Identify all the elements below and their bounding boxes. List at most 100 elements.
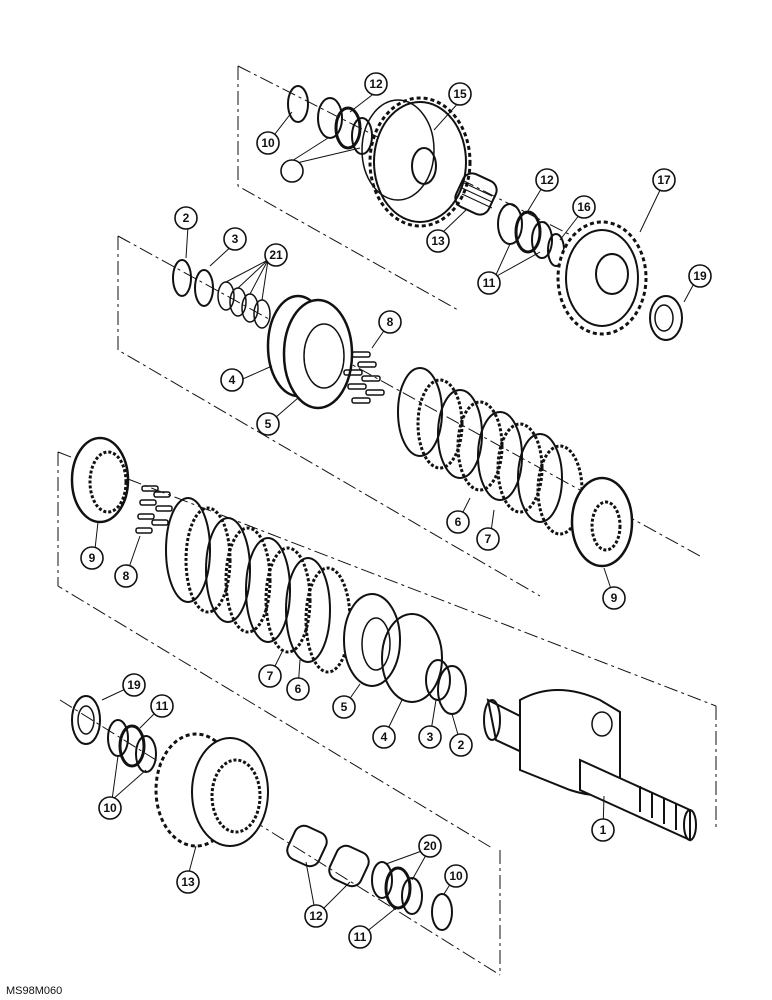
callout-number: 8 (387, 315, 394, 329)
callout-9: 9 (602, 586, 626, 610)
seal-20-c (241, 293, 259, 323)
needle-bearing-13-bottom-b (328, 844, 370, 888)
thrust-washer-21-top-a (317, 97, 343, 139)
callout-number: 11 (156, 699, 169, 713)
callout-number: 12 (309, 909, 323, 923)
bearing-19-top (649, 295, 683, 341)
callout-circle (258, 664, 282, 688)
callout-2: 2 (174, 206, 198, 230)
springs-8-left (135, 485, 173, 534)
seal-20-a (217, 281, 235, 311)
callout-9: 9 (80, 546, 104, 570)
callout-number: 5 (341, 700, 348, 714)
needle-bearing-13-bottom-a (286, 824, 328, 868)
callout-7: 7 (258, 664, 282, 688)
needle-bearing-13-top (454, 172, 498, 216)
callout-circle (286, 677, 310, 701)
callout-3: 3 (223, 227, 247, 251)
callout-12: 12 (364, 72, 388, 96)
thrust-bearing-12-bottom-right (384, 866, 412, 910)
lower-assembly (70, 436, 697, 842)
callout-number: 19 (127, 678, 141, 692)
gear-17-hub (595, 253, 629, 295)
callout-number: 16 (577, 200, 591, 214)
piston-5-lower (343, 593, 401, 687)
gear-17-body (565, 229, 639, 327)
gear-17-teeth (556, 220, 648, 336)
callout-circle (304, 904, 328, 928)
gear-15-teeth (368, 96, 472, 228)
callout-11: 11 (477, 271, 501, 295)
callout-number: 10 (103, 801, 117, 815)
callout-circle (446, 510, 470, 534)
callout-circle (688, 264, 712, 288)
callout-circle (114, 564, 138, 588)
callout-number: 9 (89, 551, 96, 565)
callout-number: 8 (123, 569, 130, 583)
thrust-washer-21-bottom-a (371, 861, 393, 899)
seal-ring-4-lower (381, 613, 443, 703)
callout-10: 10 (98, 796, 122, 820)
snap-ring-2-lower (437, 665, 467, 715)
callout-15: 15 (448, 82, 472, 106)
thrust-washer-21-bottom-b (401, 877, 423, 915)
callout-circle (426, 229, 450, 253)
callout-circle (372, 725, 396, 749)
callout-circle (652, 168, 676, 192)
callout-number: 19 (693, 269, 707, 283)
seal-ring-3-mid (194, 269, 214, 307)
callout-20: 20 (418, 834, 442, 858)
callout-circle (602, 586, 626, 610)
callout-8: 8 (114, 564, 138, 588)
clutch-plates-lower (165, 497, 352, 674)
callout-circle (98, 796, 122, 820)
thrust-washer-11-bottom-a (107, 719, 129, 757)
thrust-washer-11-top-b (531, 221, 553, 259)
gear-15-bore (411, 147, 437, 185)
callout-circle (535, 168, 559, 192)
callout-number: 13 (181, 875, 195, 889)
callout-circle (256, 412, 280, 436)
callout-number: 12 (540, 173, 554, 187)
callout-17: 17 (652, 168, 676, 192)
callout-circle (364, 72, 388, 96)
callout-1: 1 (591, 818, 615, 842)
callout-circle (476, 527, 500, 551)
springs-8-mid (343, 351, 385, 404)
callout-number: 11 (354, 930, 367, 944)
callout-circle (264, 243, 288, 267)
callout-19: 19 (688, 264, 712, 288)
snap-ring-10-bottom (431, 893, 453, 931)
callout-number: 7 (485, 532, 492, 546)
middle-assembly (172, 259, 634, 568)
callout-number: 20 (423, 839, 437, 853)
pressure-plate-9-right (570, 476, 634, 568)
callout-5: 5 (256, 412, 280, 436)
seal-ring-3-lower (425, 659, 451, 701)
callout-circle (378, 310, 402, 334)
thrust-bearing-12-bottom-left (118, 724, 146, 768)
callout-21: 21 (264, 243, 288, 267)
callout-number: 4 (229, 373, 236, 387)
callout-number: 13 (431, 234, 445, 248)
callout-circle (256, 131, 280, 155)
callout-2: 2 (449, 733, 473, 757)
piston-5 (282, 298, 354, 410)
callout-11: 11 (150, 694, 174, 718)
callout-11: 11 (348, 925, 372, 949)
snap-ring-2-mid (172, 259, 192, 297)
callout-number: 15 (453, 87, 467, 101)
callout-undefined (280, 159, 304, 183)
gear-15-rear (361, 99, 435, 201)
bottom-assembly (71, 695, 453, 931)
callout-circle (280, 159, 304, 183)
callout-number: 9 (611, 591, 618, 605)
upper-assembly (287, 85, 683, 341)
callout-12: 12 (535, 168, 559, 192)
callout-circle (477, 271, 501, 295)
callout-number: 3 (232, 232, 239, 246)
callout-circle (591, 818, 615, 842)
callout-6: 6 (286, 677, 310, 701)
seal-20-d (253, 299, 271, 329)
